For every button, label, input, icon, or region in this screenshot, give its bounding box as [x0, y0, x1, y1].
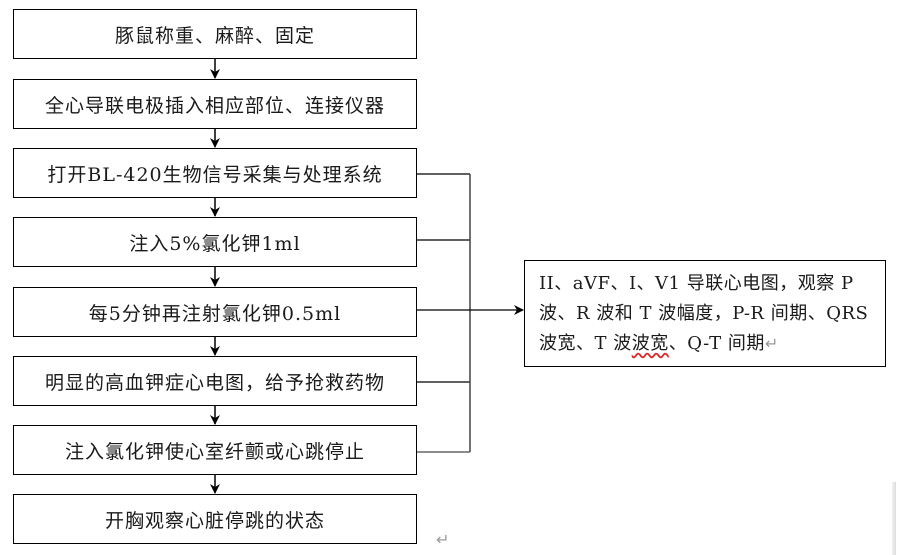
step-box-open-system: 打开BL-420生物信号采集与处理系统 — [13, 148, 417, 198]
paragraph-mark-icon: ↵ — [764, 334, 779, 353]
step-box-hyperkalemia-rescue: 明显的高血钾症心电图，给予抢救药物 — [13, 356, 417, 406]
spellcheck-flagged-word: 波宽 — [631, 333, 669, 354]
page-edge-shadow — [892, 482, 896, 555]
paragraph-mark-icon: ↵ — [436, 530, 450, 549]
step-label: 全心导联电极插入相应部位、连接仪器 — [44, 94, 385, 117]
step-box-inject-every-5min: 每5分钟再注射氯化钾0.5ml — [13, 287, 417, 337]
step-box-insert-electrodes: 全心导联电极插入相应部位、连接仪器 — [13, 79, 417, 129]
observation-box: II、aVF、Ⅰ、V1 导联心电图，观察 P 波、R 波和 T 波幅度，P-R … — [524, 260, 886, 367]
step-label: 打开BL-420生物信号采集与处理系统 — [47, 163, 383, 186]
step-box-weigh-anesthetize: 豚鼠称重、麻醉、固定 — [13, 9, 417, 59]
step-label: 开胸观察心脏停跳的状态 — [104, 509, 325, 532]
step-label: 注入氯化钾使心室纤颤或心跳停止 — [64, 440, 365, 463]
step-label: 豚鼠称重、麻醉、固定 — [114, 24, 315, 47]
step-label: 明显的高血钾症心电图，给予抢救药物 — [44, 371, 385, 394]
step-box-ventricular-fibrillation: 注入氯化钾使心室纤颤或心跳停止 — [13, 425, 417, 475]
step-label: 注入5%氯化钾1ml — [129, 232, 301, 255]
step-box-open-chest: 开胸观察心脏停跳的状态 — [13, 494, 417, 544]
step-label: 每5分钟再注射氯化钾0.5ml — [88, 302, 342, 325]
observation-text: II、aVF、Ⅰ、V1 导联心电图，观察 P 波、R 波和 T 波幅度，P-R … — [539, 273, 869, 354]
step-box-inject-kcl-1ml: 注入5%氯化钾1ml — [13, 217, 417, 267]
